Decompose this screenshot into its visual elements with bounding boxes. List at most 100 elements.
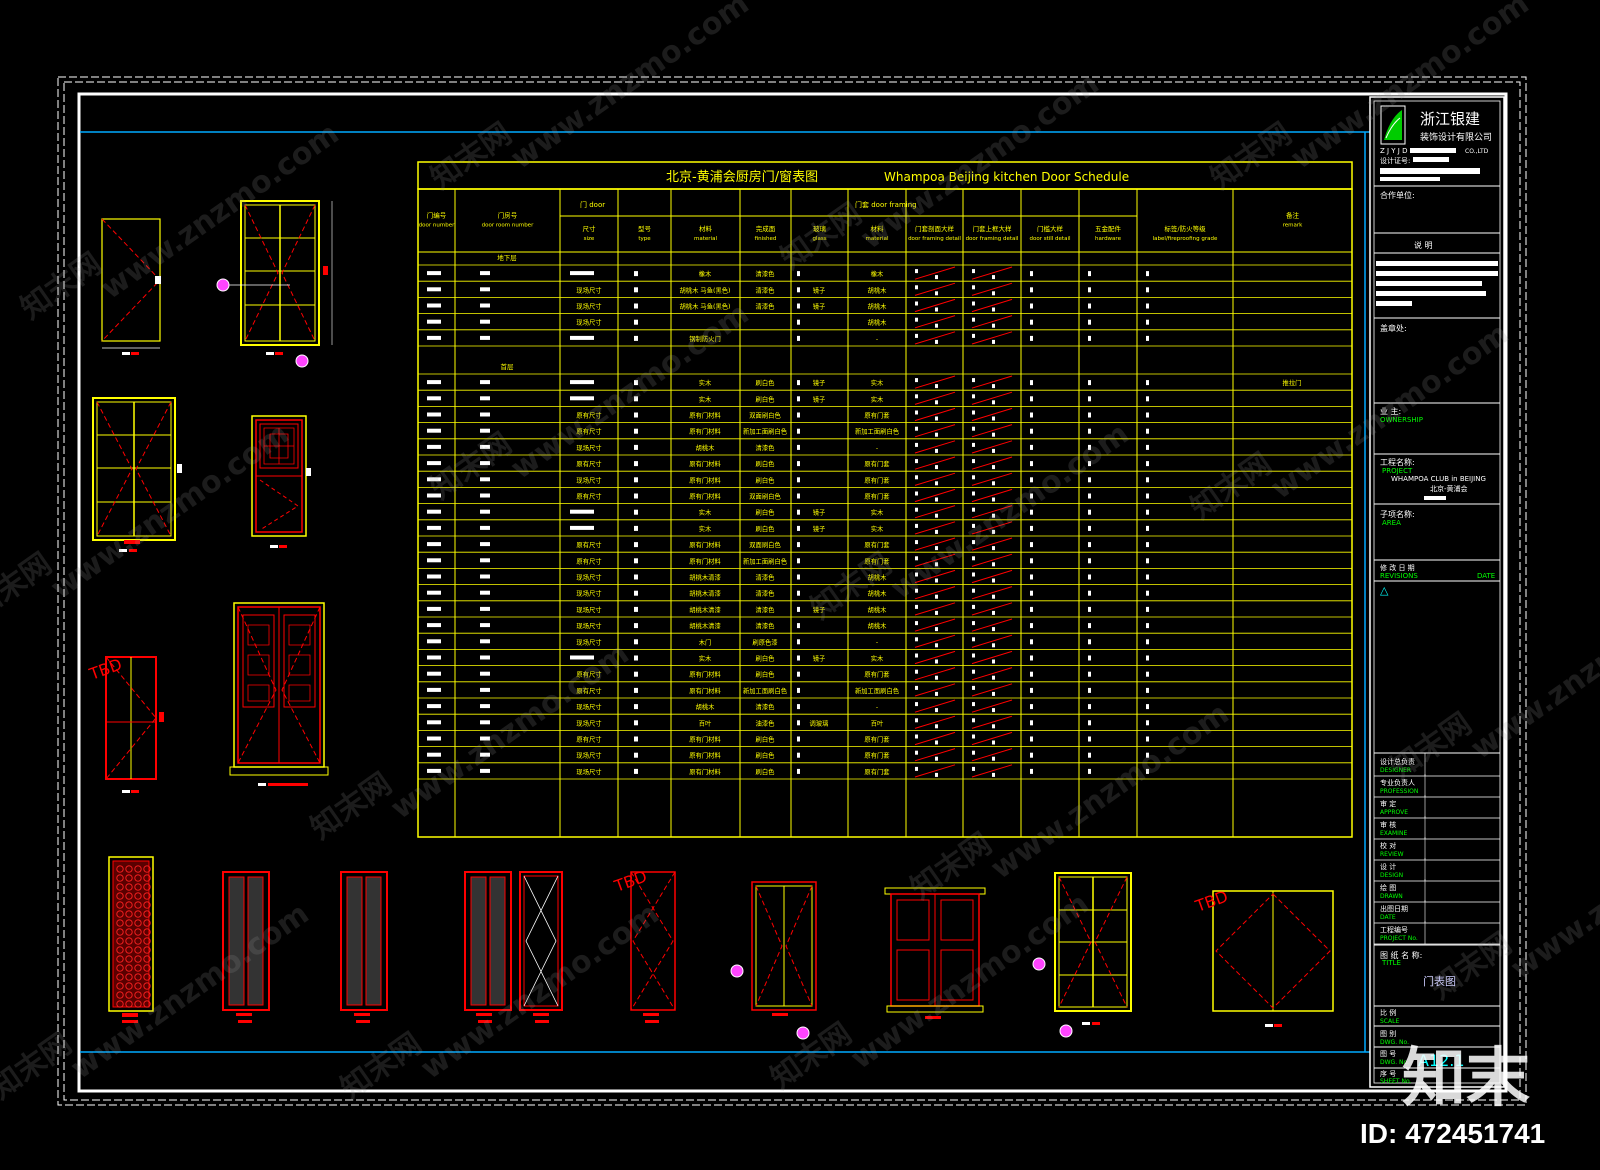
- cell-frame-material: 橡木: [871, 269, 884, 278]
- cell-frame-material: 实木: [871, 508, 884, 517]
- cell-frame-material: 原有门套: [864, 492, 890, 501]
- cell-frame-material: 原有门套: [864, 540, 890, 549]
- project-label-en: PROJECT: [1382, 467, 1413, 475]
- door-elevation-6: [229, 602, 329, 786]
- header-cn-11: 五金配件: [1095, 224, 1122, 233]
- cell-finished: 双面刷白色: [749, 492, 781, 501]
- header-en-4: material: [694, 236, 717, 242]
- cell-glass: 镜子: [813, 508, 826, 517]
- role-label-en: DRAWN: [1380, 893, 1403, 900]
- cell-size: 原有尺寸: [576, 492, 601, 501]
- company-logo: [1380, 105, 1406, 145]
- cell-finished: 清漆色: [756, 573, 776, 582]
- title-block: 浙江银建 装饰设计有限公司 Z J Y J D CO.,LTD 设计证号: 合作…: [1369, 96, 1505, 1088]
- cell-size: 现场尺寸: [576, 443, 601, 452]
- cell-material: 钢制防火门: [689, 334, 720, 343]
- cell-frame-material: 原有门套: [864, 751, 890, 760]
- cell-material: 胡桃木清漆: [689, 621, 721, 630]
- cell-material: 胡桃木清漆: [689, 573, 721, 582]
- cell-frame-material: -: [876, 704, 878, 711]
- cell-size: 原有尺寸: [576, 411, 601, 420]
- cell-material: 原有门材料: [689, 492, 721, 501]
- brand-watermark: 知末: [1402, 1042, 1530, 1116]
- door-elevation-9: [340, 871, 388, 1023]
- cell-frame-material: 胡桃木: [868, 605, 888, 614]
- cell-material: 实木: [699, 378, 712, 387]
- drawing-title: 门表图: [1423, 974, 1456, 988]
- header-cn-8: 门套剖面大样: [915, 224, 955, 233]
- door-elevation-1: [101, 218, 161, 355]
- cell-finished: 刷白色: [756, 508, 776, 517]
- cell-glass: 镜子: [813, 524, 826, 533]
- sheet-label-cn: 图 号: [1380, 1050, 1396, 1058]
- role-label-cn: 审 核: [1380, 820, 1396, 829]
- cell-size: 现场尺寸: [576, 475, 601, 484]
- cell-finished: 刷白色: [756, 378, 776, 387]
- cell-frame-material: 原有门套: [864, 767, 890, 776]
- project-name-en: WHAMPOA CLUB in BEIJING: [1391, 475, 1486, 483]
- header-cn-10: 门槛大样: [1037, 224, 1064, 233]
- cell-finished: 清漆色: [756, 605, 776, 614]
- header-cn-2: 尺寸: [583, 224, 597, 233]
- schedule-grid: [418, 189, 1352, 837]
- section-label: 地下层: [497, 253, 517, 262]
- cell-material: 原有门材料: [689, 411, 721, 420]
- sheet-label-en: DWG. No.: [1380, 1059, 1409, 1066]
- cell-finished: 刷白色: [756, 394, 776, 403]
- header-en-9: door framing detail: [966, 236, 1019, 242]
- role-label-en: APPROVE: [1380, 809, 1408, 816]
- cell-material: 胡桃木清漆: [689, 589, 721, 598]
- cell-frame-material: 新加工面刷白色: [855, 686, 900, 695]
- cell-finished: 清漆色: [756, 702, 776, 711]
- cell-frame-material: 原有门套: [864, 475, 890, 484]
- cell-frame-material: 胡桃木: [868, 621, 888, 630]
- cell-finished: 刷白色: [756, 735, 776, 744]
- cell-material: 胡桃木: [696, 443, 716, 452]
- role-label-en: DATE: [1380, 914, 1396, 921]
- revisions-label-en: REVISIONS: [1380, 572, 1418, 580]
- role-label-cn: 出图日期: [1380, 904, 1408, 913]
- cell-frame-material: 实木: [871, 524, 884, 533]
- door-elevations: TBD: [86, 200, 333, 793]
- door-elevation-15: [1032, 872, 1132, 1038]
- cell-material: 实木: [699, 394, 712, 403]
- cell-size: 现场尺寸: [576, 767, 601, 776]
- cell-finished: 刷白色: [756, 524, 776, 533]
- group-door-framing: 门套 door framing: [855, 200, 917, 209]
- dwg-label-cn: 图 别: [1380, 1029, 1396, 1038]
- cell-material: 原有门材料: [689, 767, 721, 776]
- role-label-cn: 审 定: [1380, 799, 1396, 808]
- project-label-cn: 工程名称:: [1380, 457, 1415, 467]
- cell-material: 百叶: [699, 718, 712, 727]
- revisions-date-label: DATE: [1477, 572, 1495, 580]
- door-elevation-8: [222, 871, 270, 1023]
- header-en-8: door framing detail: [908, 236, 961, 242]
- cell-frame-material: 原有门套: [864, 670, 890, 679]
- header-cn-0: 门编号: [427, 211, 447, 220]
- cell-size: 现场尺寸: [576, 302, 601, 311]
- header-cn-3: 型号: [638, 224, 652, 233]
- cell-material: 胡桃木 马鱼(黑色): [680, 302, 731, 311]
- cell-material: 木门: [699, 637, 712, 646]
- cell-material: 原有门材料: [689, 735, 721, 744]
- cell-finished: 清漆色: [756, 302, 776, 311]
- role-label-cn: 设计总负责: [1380, 757, 1415, 766]
- seq-label-cn: 序 号: [1380, 1069, 1396, 1078]
- cell-glass: 镜子: [813, 378, 826, 387]
- cell-material: 原有门材料: [689, 670, 721, 679]
- header-cn-13: 备注: [1286, 211, 1300, 220]
- cell-size: 现场尺寸: [576, 621, 601, 630]
- role-label-en: PROFESSION: [1380, 788, 1418, 795]
- project-name-cn: 北京-黄浦会: [1430, 484, 1468, 493]
- header-en-2: size: [584, 236, 595, 242]
- cell-size: 原有尺寸: [576, 670, 601, 679]
- cell-glass: 镜子: [813, 285, 826, 294]
- cell-material: 原有门材料: [689, 459, 721, 468]
- role-label-en: DESIGNER: [1380, 767, 1411, 774]
- header-en-7: material: [866, 236, 889, 242]
- cell-finished: 刷白色: [756, 475, 776, 484]
- cell-frame-material: 原有门套: [864, 556, 890, 565]
